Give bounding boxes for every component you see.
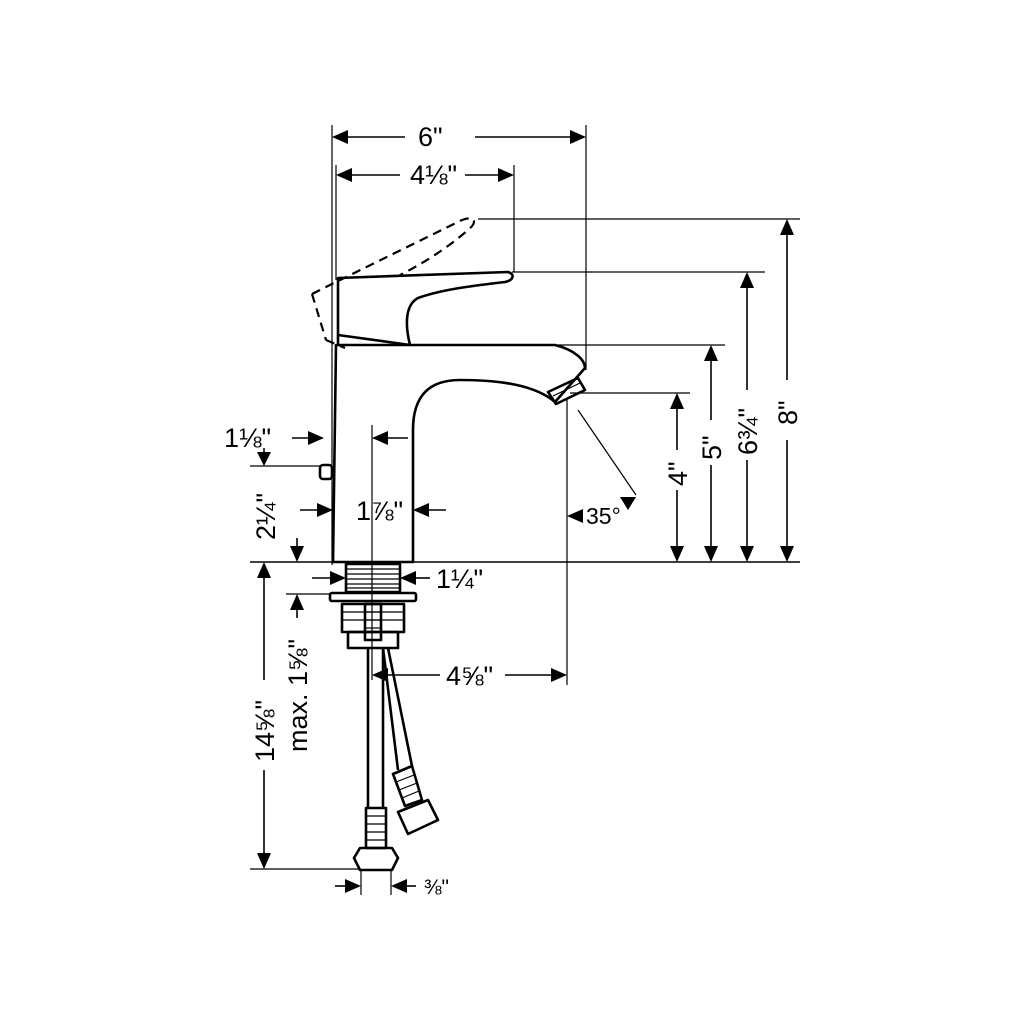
dim-body-diameter: 1⅞" xyxy=(356,496,403,526)
dimension-3-8in: ⅜" xyxy=(335,876,449,899)
dimension-14-5-8in: 14⅝" xyxy=(250,562,280,869)
dimension-2-1-4in: 2¼" xyxy=(251,493,333,540)
dimension-4-5-8in: 4⅝" xyxy=(372,661,567,691)
dim-overall-width: 6" xyxy=(418,122,443,152)
dimension-6in: 6" xyxy=(332,122,586,152)
dim-handle-height: 6¾" xyxy=(733,408,763,455)
dimension-body-arrow-top xyxy=(372,431,408,445)
dim-supply-length: 14⅝" xyxy=(250,700,280,762)
pop-up-rod xyxy=(318,463,334,481)
handle-lever xyxy=(336,270,514,347)
dim-overall-height: 8" xyxy=(773,400,803,425)
dimension-1-1-8in: 1⅛" xyxy=(224,423,324,466)
handle-lever-open-position xyxy=(310,217,476,350)
dim-shank-diameter: 1¼" xyxy=(436,564,483,594)
dimension-4in: 4" xyxy=(663,393,693,562)
dim-spout-clearance: 4" xyxy=(663,461,693,486)
faucet-body xyxy=(250,343,800,564)
dimension-max-1-5-8in: max. 1⅝" xyxy=(283,538,313,752)
dimension-6-3-4in: 6¾" xyxy=(733,272,763,562)
shank-assembly xyxy=(328,562,418,650)
dim-supply-connection: ⅜" xyxy=(424,876,449,899)
dimension-8in: 8" xyxy=(773,219,803,562)
dimension-4-1-8in: 4⅛" xyxy=(336,160,514,190)
extension-lines xyxy=(250,125,800,895)
dim-pop-up-height: 2¼" xyxy=(251,493,281,540)
dim-handle-reach: 4⅛" xyxy=(410,160,457,190)
dim-max-deck-thickness: max. 1⅝" xyxy=(283,639,313,752)
dimension-1-1-4in: 1¼" xyxy=(312,564,483,594)
dim-pop-up-offset: 1⅛" xyxy=(224,423,271,453)
dim-handle-angle: 35° xyxy=(586,503,621,529)
dim-spout-reach: 4⅝" xyxy=(446,661,493,691)
supply-hoses xyxy=(352,647,440,872)
dimension-angle-35: 35° xyxy=(567,497,636,529)
dimension-5in: 5" xyxy=(697,345,727,562)
dimension-1-7-8in: 1⅞" xyxy=(356,496,446,526)
dim-spout-height: 5" xyxy=(697,435,727,460)
